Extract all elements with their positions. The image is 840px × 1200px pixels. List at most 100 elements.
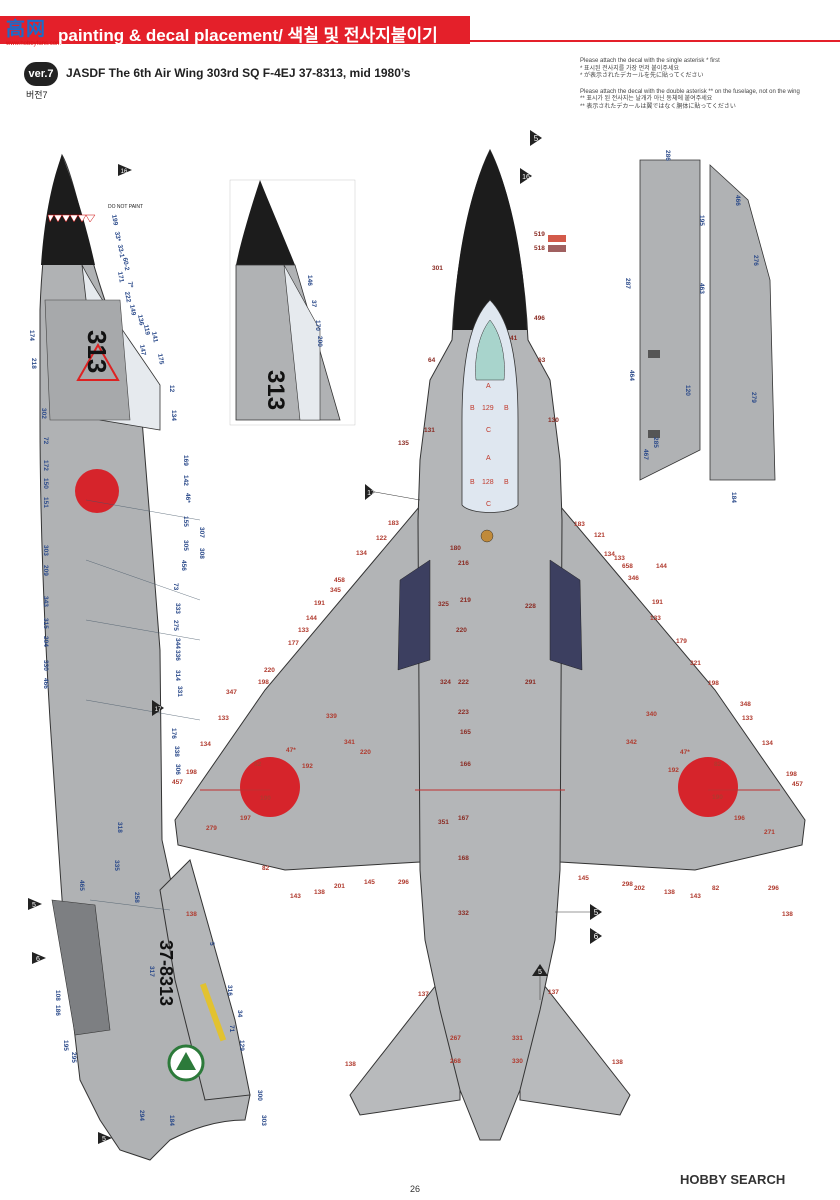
decal-number-label: 174 xyxy=(28,330,35,341)
decal-number-label: 279 xyxy=(206,825,217,832)
decal-number-label: 37 xyxy=(310,300,317,308)
decal-number-label: 276 xyxy=(752,255,759,266)
note-single-en: Please attach the decal with the single … xyxy=(580,58,720,64)
decal-number-label: 258 xyxy=(133,892,140,903)
decal-number-label: 303 xyxy=(42,545,49,556)
decal-number-label: 120 xyxy=(684,385,691,396)
decal-number-label: 267 xyxy=(450,1035,461,1042)
decal-number-label: 175 xyxy=(156,353,165,365)
decal-number-label: 330 xyxy=(42,660,49,671)
callout-5-top: 5 xyxy=(534,134,539,143)
callout-5-side-a: 5 xyxy=(32,902,36,909)
decal-number-label: 324 xyxy=(440,679,451,686)
decal-number-label: 34 xyxy=(236,1010,243,1018)
decal-number-label: 298 xyxy=(622,881,633,888)
decal-number-label: 133 xyxy=(650,615,661,622)
decal-number-label: 286 xyxy=(664,150,671,161)
decal-number-label: 184 xyxy=(730,492,737,503)
decal-number-label: 209 xyxy=(42,565,49,576)
detail-side-number: 313 xyxy=(262,370,289,410)
decal-number-label: 195 xyxy=(62,1040,69,1051)
top-left-wing xyxy=(174,498,426,871)
decal-number-label: 167 xyxy=(458,815,469,822)
side-intake xyxy=(44,299,131,421)
top-view xyxy=(174,148,806,1141)
decal-number-label: 64 xyxy=(428,357,436,364)
decal-number-label: 151 xyxy=(42,497,49,508)
decal-number-label: 339 xyxy=(326,713,337,720)
decal-number-label: 82 xyxy=(714,761,722,768)
decal-number-label: 341 xyxy=(344,739,355,746)
decal-number-label: 145 xyxy=(578,875,589,882)
decal-number-label: 202 xyxy=(634,885,645,892)
decal-number-label: 228 xyxy=(525,603,536,610)
decal-number-label: 351 xyxy=(438,819,449,826)
decal-number-label: 121 xyxy=(594,532,605,539)
decal-number-label: 82 xyxy=(712,885,720,892)
intake-warning-red xyxy=(76,342,120,381)
callout-17-side: 17 xyxy=(155,707,162,713)
top-right-wing xyxy=(554,498,806,871)
decal-number-label: 169 xyxy=(182,455,189,466)
decal-number-label: 466 xyxy=(42,678,49,689)
detail-radome xyxy=(236,180,295,265)
callout-16-side: 16 xyxy=(121,169,128,175)
decal-number-label: 138 xyxy=(345,1061,356,1068)
decal-number-label: 155 xyxy=(182,516,189,527)
decal-number-label: 180 xyxy=(450,545,461,552)
decal-number-label: 198 xyxy=(186,769,197,776)
decal-number-label: 466 xyxy=(734,195,741,206)
decal-number-label: 222 xyxy=(123,291,132,303)
decal-number-label: 7* xyxy=(126,281,134,289)
decal-number-label: 179 xyxy=(676,638,687,645)
decal-number-label: 325 xyxy=(438,601,449,608)
decal-number-label: 331 xyxy=(512,1035,523,1042)
decal-number-label: 321 xyxy=(690,660,701,667)
header-rule xyxy=(470,40,840,42)
decal-number-label: 457 xyxy=(792,781,803,788)
decal-number-label: 138 xyxy=(664,889,675,896)
decal-number-label: 467 xyxy=(642,449,649,460)
page-title: painting & decal placement/ 색칠 및 전사지붙이기 xyxy=(58,26,438,45)
decal-number-label: 457 xyxy=(172,779,183,786)
decal-number-label: 134 xyxy=(200,741,211,748)
decal-number-label: 344 xyxy=(174,638,181,649)
decal-number-label: 464 xyxy=(628,370,635,381)
decal-number-label: 176 xyxy=(170,728,177,739)
decal-number-label: 46* xyxy=(184,493,191,503)
decal-number-label: 134 xyxy=(356,550,367,557)
decal-number-label: 183 xyxy=(388,520,399,527)
decal-number-label: 60-2 xyxy=(121,257,130,271)
decal-number-label: 204 xyxy=(42,636,49,647)
decal-number-label: 73 xyxy=(172,583,179,591)
decal-number-label: 308 xyxy=(198,548,205,559)
svg-text:B: B xyxy=(504,405,509,412)
decal-number-label: 138 xyxy=(782,911,793,918)
decal-number-label: 195 xyxy=(698,215,705,226)
decal-number-label: 142 xyxy=(182,475,189,486)
decal-number-label: 183 xyxy=(574,521,585,528)
decal-number-label: 302 xyxy=(40,408,47,419)
decal-number-label: 465 xyxy=(78,880,85,891)
decal-number-label: 190 xyxy=(260,795,271,802)
decal-number-label: 141 xyxy=(150,331,159,343)
decal-number-label: 333 xyxy=(174,603,181,614)
site-logo: 高网 www.hobbyfans.com xyxy=(6,14,64,47)
decal-number-label: 346 xyxy=(628,575,639,582)
decal-number-label: 295 xyxy=(70,1052,77,1063)
decal-number-label: 33* xyxy=(113,231,122,242)
decal-number-label: 192 xyxy=(668,767,679,774)
decal-number-label: 133 xyxy=(298,627,309,634)
decal-number-label: 41 xyxy=(510,335,518,342)
decal-number-label: 190 xyxy=(712,794,723,801)
decal-number-label: 184 xyxy=(168,1115,175,1126)
decal-labels-top-right-wing: 1831211341336583461441911331793211983481… xyxy=(574,521,803,918)
decal-number-label: 137 xyxy=(548,989,559,996)
decal-number-label: 191 xyxy=(314,600,325,607)
decal-number-label: 200 xyxy=(316,336,323,347)
decal-number-label: 296 xyxy=(398,879,409,886)
decal-number-label: 307 xyxy=(198,527,205,538)
